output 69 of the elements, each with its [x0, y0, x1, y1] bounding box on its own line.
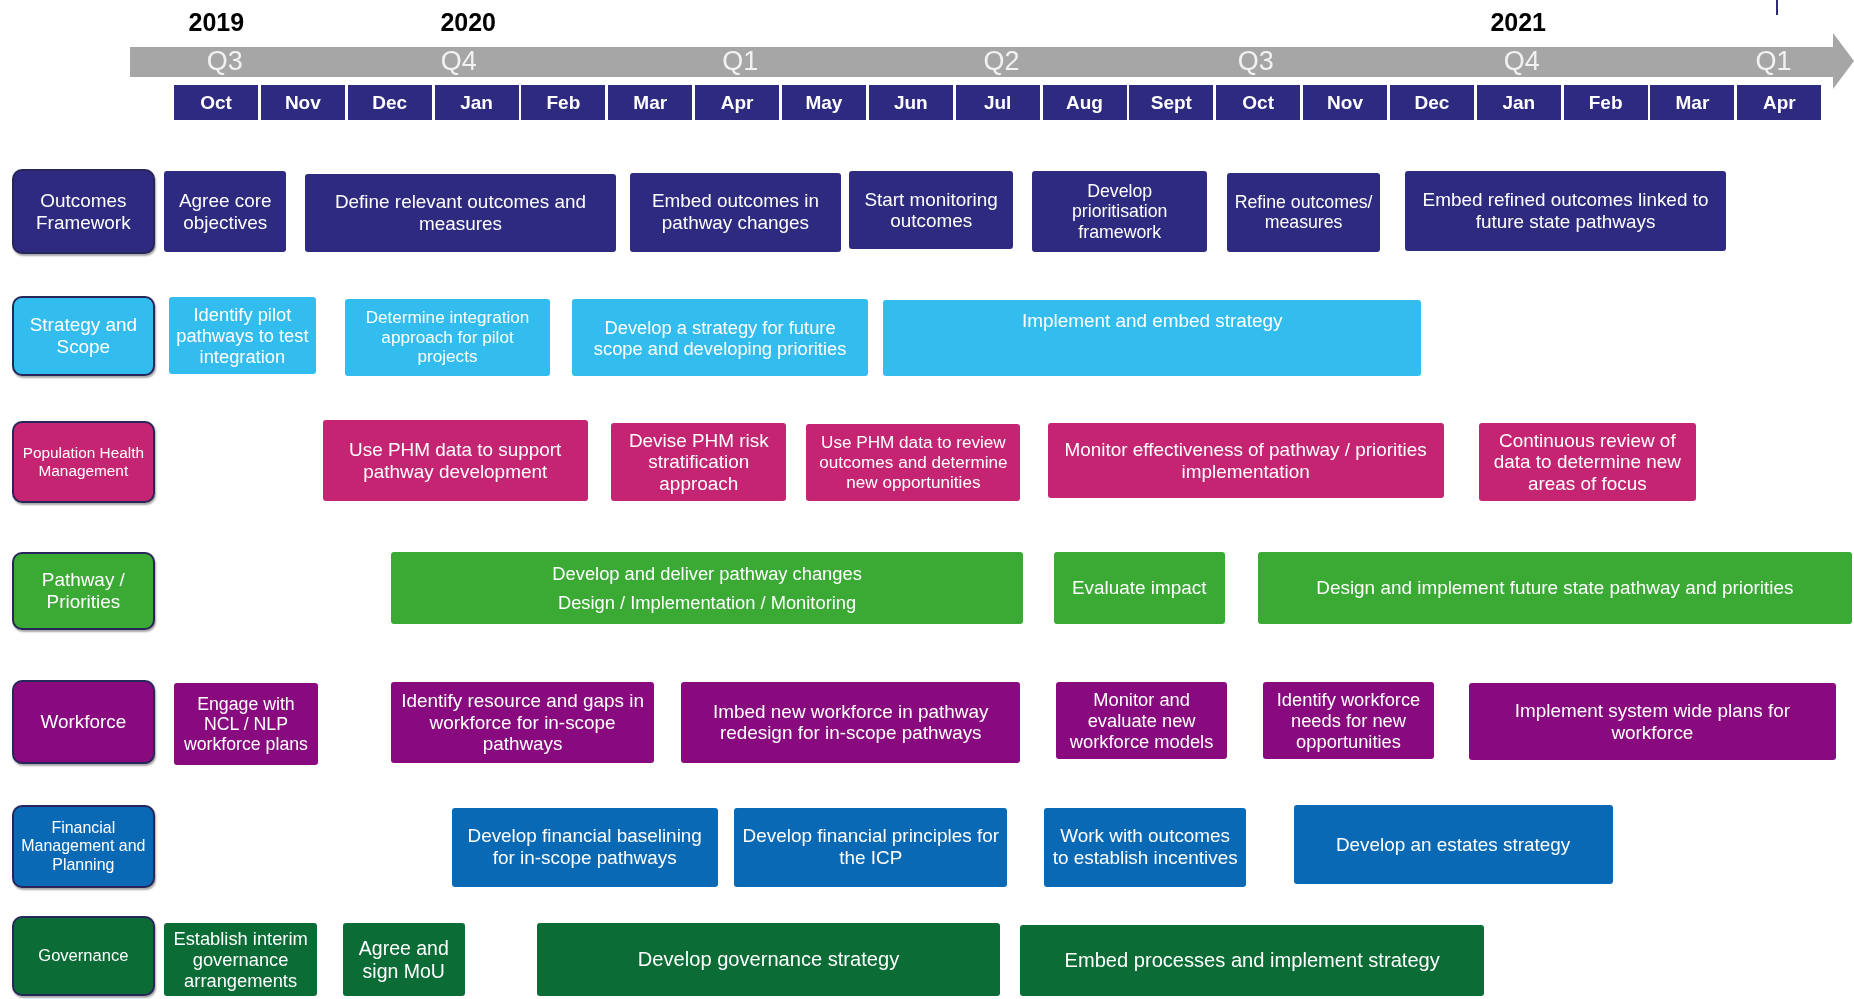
month-header: Oct: [174, 85, 258, 120]
task-box: Agree and sign MoU: [342, 923, 465, 996]
quarter-label: Q4: [440, 46, 477, 77]
task-box: Identify resource and gaps in workforce for in-scope pathways: [391, 682, 654, 763]
task-box: Develop governance strategy: [536, 923, 1001, 996]
task-box: Monitor effectiveness of pathway / priorities implementation: [1047, 423, 1444, 498]
row-header: Outcomes Framework: [11, 169, 155, 255]
task-box: Embed refined outcomes linked to future state pathways: [1404, 171, 1727, 251]
task-box: Develop financial baselining for in-scope pathways: [451, 807, 718, 887]
month-header: Oct: [1216, 85, 1301, 120]
row-header: Pathway / Priorities: [11, 552, 155, 631]
month-header: Dec: [347, 85, 432, 120]
month-header: Apr: [695, 85, 780, 120]
month-header: May: [781, 85, 866, 120]
task-box: Design and implement future state pathway and priorities: [1258, 552, 1852, 625]
month-header: Jul: [955, 85, 1040, 120]
month-header: Nov: [1303, 85, 1388, 120]
month-header: Jan: [434, 85, 519, 120]
task-box: Evaluate impact: [1053, 552, 1225, 625]
month-header: Feb: [1563, 85, 1648, 120]
task-box: Identify pilot pathways to test integration: [169, 296, 316, 374]
month-header: Jun: [868, 85, 953, 120]
task-box: Use PHM data to review outcomes and determine new opportunities: [806, 424, 1021, 502]
row-header: Workforce: [11, 679, 155, 764]
task-box: Establish interim governance arrangements: [164, 923, 317, 996]
task-box: Agree core objectives: [164, 171, 287, 252]
task-box: Implement and embed strategy: [883, 300, 1422, 376]
month-header: Sept: [1129, 85, 1214, 120]
month-header: Apr: [1737, 85, 1822, 120]
year-label: 2019: [188, 8, 245, 37]
task-box: Develop prioritisation framework: [1032, 171, 1208, 252]
year-label: 2020: [440, 8, 497, 37]
quarter-label: Q3: [206, 46, 243, 77]
month-header: Jan: [1476, 85, 1561, 120]
quarter-label: Q2: [983, 46, 1020, 77]
task-box: Develop financial principles for the ICP: [734, 807, 1008, 887]
row-header: Strategy and Scope: [11, 295, 155, 376]
quarter-label: Q3: [1237, 46, 1274, 77]
month-header: Mar: [608, 85, 693, 120]
task-box: Develop and deliver pathway changes Design / Implementation / Monitoring: [391, 552, 1023, 625]
task-box: Define relevant outcomes and measures: [305, 173, 616, 252]
month-header: Feb: [521, 85, 606, 120]
task-box: Devise PHM risk stratification approach: [611, 423, 787, 502]
task-box: Use PHM data to support pathway development: [322, 419, 588, 502]
quarter-label: Q4: [1503, 46, 1540, 77]
month-header: Aug: [1042, 85, 1127, 120]
quarter-label: Q1: [722, 46, 759, 77]
task-box: Identify workforce needs for new opportunities: [1262, 682, 1435, 760]
task-box: Determine integration approach for pilot projects: [345, 299, 550, 376]
task-box: Develop a strategy for future scope and developing priorities: [572, 299, 868, 376]
task-box: Refine outcomes/ measures: [1227, 172, 1380, 252]
month-header: Nov: [260, 85, 345, 120]
task-box: Start monitoring outcomes: [848, 171, 1014, 250]
task-box: Engage with NCL / NLP workforce plans: [173, 683, 319, 765]
task-box: Implement system wide plans for workforce: [1468, 683, 1837, 761]
task-box: Continuous review of data to determine new areas of focus: [1479, 423, 1696, 502]
task-box: Imbed new workforce in pathway redesign for in-scope pathways: [681, 682, 1021, 763]
task-box: Embed processes and implement strategy: [1020, 924, 1484, 996]
task-box: Develop an estates strategy: [1293, 805, 1613, 885]
month-header: Mar: [1650, 85, 1735, 120]
month-header: Dec: [1389, 85, 1474, 120]
quarter-label: Q1: [1755, 46, 1792, 77]
year-label: 2021: [1490, 8, 1546, 37]
task-box: Work with outcomes to establish incentives: [1044, 807, 1247, 887]
row-header: Governance: [11, 916, 155, 996]
task-box: Monitor and evaluate new workforce models: [1055, 682, 1228, 760]
row-header: Population Health Management: [11, 420, 155, 503]
task-box: Embed outcomes in pathway changes: [630, 172, 841, 252]
row-header: Financial Management and Planning: [11, 805, 155, 888]
